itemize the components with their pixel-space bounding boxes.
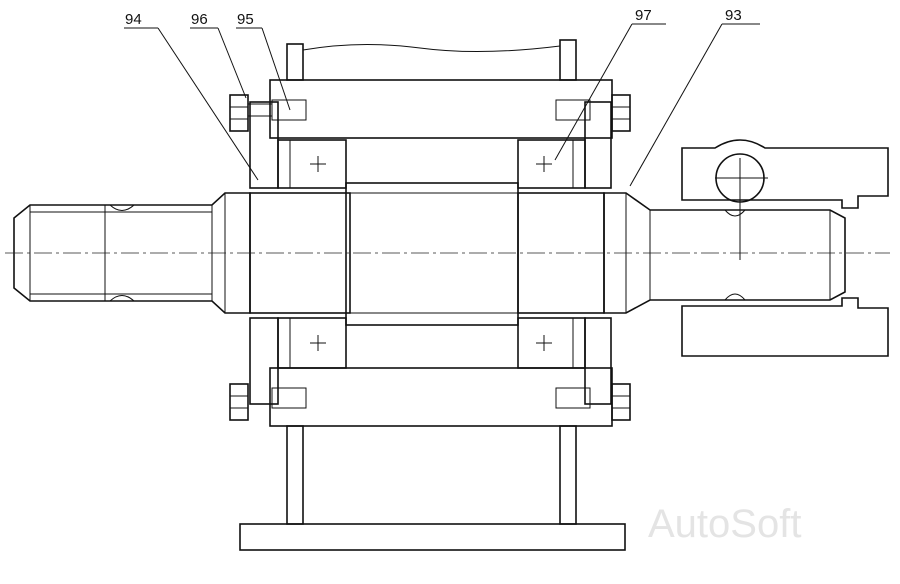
support-posts-top [286,39,577,81]
housing-lower [269,367,613,427]
support-posts-bottom [286,425,577,525]
callout-93: 93 [725,7,742,24]
callout-leaders [124,23,760,187]
bolt-bottom-right [611,383,631,421]
callout-95: 95 [237,11,254,28]
housing-upper [269,79,613,139]
bolt-bottom-left [229,383,249,421]
bolt-top-right [611,94,631,132]
callout-97: 97 [635,7,652,24]
bearing-top-left [277,139,347,189]
callout-96: 96 [191,11,208,28]
bearing-top-right [517,139,586,189]
base-plate [239,523,626,551]
bearing-bottom-left [277,317,347,369]
right-coupling-housing [681,139,889,357]
right-shaft-93 [603,192,846,314]
watermark-text: AutoSoft [648,502,801,546]
bearing-bottom-right [517,317,586,369]
bolt-top-left [229,94,273,132]
main-shaft-body [249,182,605,326]
callout-94: 94 [125,11,142,28]
